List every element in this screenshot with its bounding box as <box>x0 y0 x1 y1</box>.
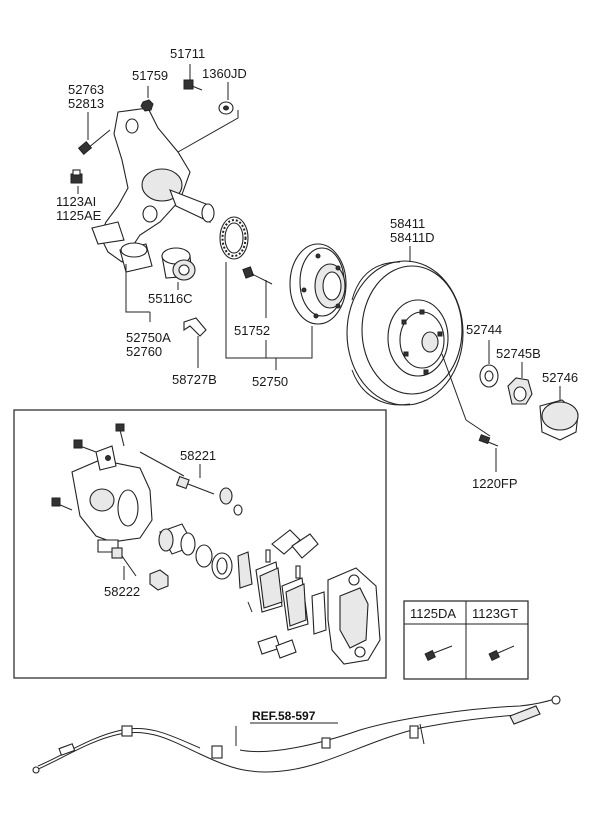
piston <box>158 523 253 589</box>
nut-51759 <box>140 99 154 112</box>
label-52760: 52760 <box>126 344 162 359</box>
guide-pin-58222 <box>111 547 169 591</box>
label-1360jd: 1360JD <box>202 66 247 81</box>
wheel-hub <box>289 243 347 325</box>
steering-knuckle <box>91 107 215 273</box>
washer-1360jd <box>218 101 234 115</box>
label-1125ae: 1125AE <box>56 208 102 223</box>
label-52745b: 52745B <box>496 346 541 361</box>
guide-pin-58221 <box>139 451 243 516</box>
label-58411: 58411 <box>390 216 425 231</box>
label-58221: 58221 <box>180 448 216 463</box>
washer-52744 <box>479 340 499 388</box>
caliper-assembly-box <box>13 409 387 679</box>
tone-ring <box>219 216 249 260</box>
bolt-table-col1: 1125DA <box>410 606 456 621</box>
bolt-table-col2: 1123GT <box>472 606 518 621</box>
label-52744: 52744 <box>466 322 502 337</box>
label-58411d: 58411D <box>390 230 435 245</box>
label-1123ai: 1123AI <box>56 194 96 209</box>
hub-bolt-51752 <box>242 266 273 285</box>
brake-disc <box>346 260 464 406</box>
bushing-55116c <box>161 247 196 281</box>
label-1220fp: 1220FP <box>472 476 518 491</box>
label-51759: 51759 <box>132 68 168 83</box>
label-51752: 51752 <box>234 323 270 338</box>
callouts-top-left <box>77 64 239 368</box>
reference-link[interactable]: REF.58-597 <box>252 709 316 723</box>
brake-pads <box>247 549 327 635</box>
cap-52746 <box>539 386 579 441</box>
nut-52745b <box>507 362 533 405</box>
label-55116c: 55116C <box>148 291 193 306</box>
bolt-52763 <box>77 129 111 155</box>
label-58727b: 58727B <box>172 372 217 387</box>
callouts-hub <box>225 262 313 370</box>
label-52750a: 52750A <box>126 330 171 345</box>
label-52750: 52750 <box>252 374 288 389</box>
parking-brake-cable <box>32 695 561 774</box>
clip-58727b <box>183 317 207 337</box>
label-58222: 58222 <box>104 584 140 599</box>
label-52746: 52746 <box>542 370 578 385</box>
bolt-table <box>403 600 529 680</box>
bolt-51711 <box>183 79 203 91</box>
pad-shims <box>257 529 319 659</box>
label-51711: 51711 <box>170 46 205 61</box>
caliper-body <box>51 423 153 553</box>
caliper-bracket <box>327 567 381 665</box>
screw-1220fp <box>441 353 499 472</box>
label-52763: 52763 <box>68 82 104 97</box>
label-52813: 52813 <box>68 96 104 111</box>
nut-1123ai <box>70 169 83 184</box>
